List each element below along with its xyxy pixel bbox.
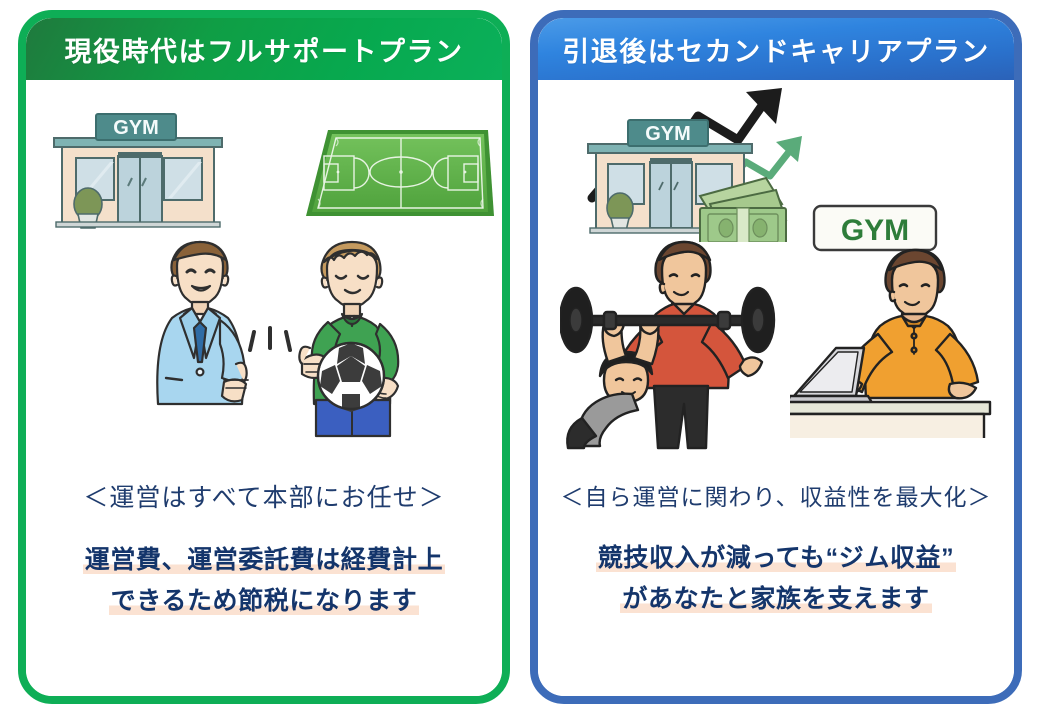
card-captions-blue: ＜自ら運営に関わり、収益性を最大化＞ 競技収入が減っても“ジム収益” があなたと… bbox=[538, 478, 1014, 619]
cash-bills-stack bbox=[698, 176, 788, 242]
gym-building: GYM bbox=[53, 113, 223, 229]
card-body-blue: GYM bbox=[538, 80, 1014, 696]
caption-main: 競技収入が減っても“ジム収益” があなたと家族を支えます bbox=[538, 538, 1014, 619]
caption-subtitle: ＜自ら運営に関わり、収益性を最大化＞ bbox=[560, 484, 992, 510]
businessman-in-blue-suit bbox=[156, 240, 249, 406]
card-active-career-plan: 現役時代はフルサポートプラン GYM bbox=[18, 10, 510, 704]
emphasis-lines-icon bbox=[248, 326, 292, 352]
soccer-field bbox=[306, 130, 494, 216]
gym-sign-board bbox=[627, 119, 709, 147]
gym-sign-board bbox=[95, 113, 177, 141]
reception-staff-group bbox=[790, 248, 992, 438]
reception-desk bbox=[790, 400, 992, 438]
gym-sign-label: GYM bbox=[113, 117, 159, 139]
barbell bbox=[560, 286, 776, 354]
businessman-and-athlete-figures bbox=[156, 240, 400, 438]
gym-wall-sign: GYM bbox=[812, 204, 938, 252]
caption-subtitle: ＜運営はすべて本部にお任せ＞ bbox=[83, 484, 445, 512]
caption-main: 運営費、運営委託費は経費計上 できるため節税になります bbox=[26, 540, 502, 621]
staff-with-laptop bbox=[834, 248, 980, 400]
caption-main-line1: 競技収入が減っても“ジム収益” bbox=[595, 544, 957, 572]
caption-main-line1: 運営費、運営委託費は経費計上 bbox=[82, 546, 446, 574]
card-header-green: 現役時代はフルサポートプラン bbox=[26, 18, 502, 80]
trainer-spotting bbox=[610, 240, 764, 450]
caption-main-line2: があなたと家族を支えます bbox=[620, 584, 932, 613]
soccer-ball-icon bbox=[316, 341, 386, 412]
gym-sign-label: GYM bbox=[645, 123, 691, 145]
illustration-gym-business-growth-with-trainer-and-reception: GYM bbox=[538, 80, 1014, 480]
card-body-green: GYM bbox=[26, 80, 502, 696]
potted-plant-icon bbox=[73, 187, 103, 229]
card-captions-green: ＜運営はすべて本部にお任せ＞ 運営費、運営委託費は経費計上 できるため節税になり… bbox=[26, 478, 502, 621]
gym-growth-group: GYM bbox=[587, 88, 802, 242]
card-second-career-plan: 引退後はセカンドキャリアプラン bbox=[530, 10, 1022, 704]
card-header-title: 現役時代はフルサポートプラン bbox=[64, 36, 464, 67]
gym-wall-sign-label: GYM bbox=[841, 214, 909, 247]
card-header-blue: 引退後はセカンドキャリアプラン bbox=[538, 18, 1014, 80]
illustration-gym-storefront-with-athlete-and-advisor: GYM bbox=[26, 80, 502, 480]
card-header-title: 引退後はセカンドキャリアプラン bbox=[562, 36, 990, 67]
trainer-and-lifter-group bbox=[560, 240, 776, 450]
caption-main-line2: できるため節税になります bbox=[108, 586, 420, 615]
